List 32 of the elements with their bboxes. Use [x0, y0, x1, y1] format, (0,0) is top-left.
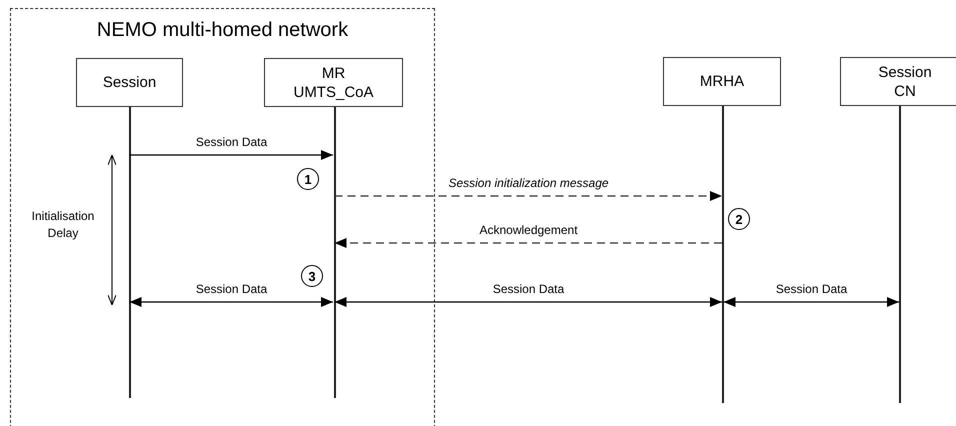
edge-label: Session Data — [194, 135, 270, 149]
participant-name: MR — [322, 64, 346, 82]
callout-number: 2 — [728, 208, 750, 230]
edge-label: Session initialization message — [446, 176, 611, 190]
lifeline — [722, 106, 724, 403]
group-title: NEMO multi-homed network — [96, 19, 348, 42]
message-arrow — [334, 297, 722, 307]
edge-label: Session Data — [490, 282, 566, 296]
participant-name: Session — [102, 73, 156, 92]
message-arrow — [724, 297, 899, 307]
network-boundary — [10, 8, 435, 426]
participant-name: MRHA — [700, 72, 744, 91]
annotation-text: Initialisation Delay — [30, 208, 96, 242]
participant-name: Session — [878, 62, 932, 82]
message-arrow — [334, 191, 722, 201]
callout-number: 1 — [297, 168, 319, 190]
lifeline — [129, 107, 130, 398]
participant-box — [840, 57, 956, 106]
callout-number: 3 — [301, 265, 323, 287]
message-arrow — [130, 297, 333, 307]
edge-label: Session Data — [194, 282, 270, 296]
participant-name: UMTS_CoA — [293, 82, 374, 102]
edge-label: Session Data — [774, 282, 850, 296]
participant-box — [76, 58, 183, 107]
participant-name: CN — [894, 82, 916, 100]
edge-label: Acknowledgement — [477, 223, 580, 237]
message-arrow — [334, 238, 722, 248]
participant-box — [264, 58, 403, 107]
lifeline — [334, 107, 336, 398]
message-arrow — [130, 150, 333, 160]
lifeline — [899, 106, 900, 403]
participant-box — [663, 57, 781, 106]
